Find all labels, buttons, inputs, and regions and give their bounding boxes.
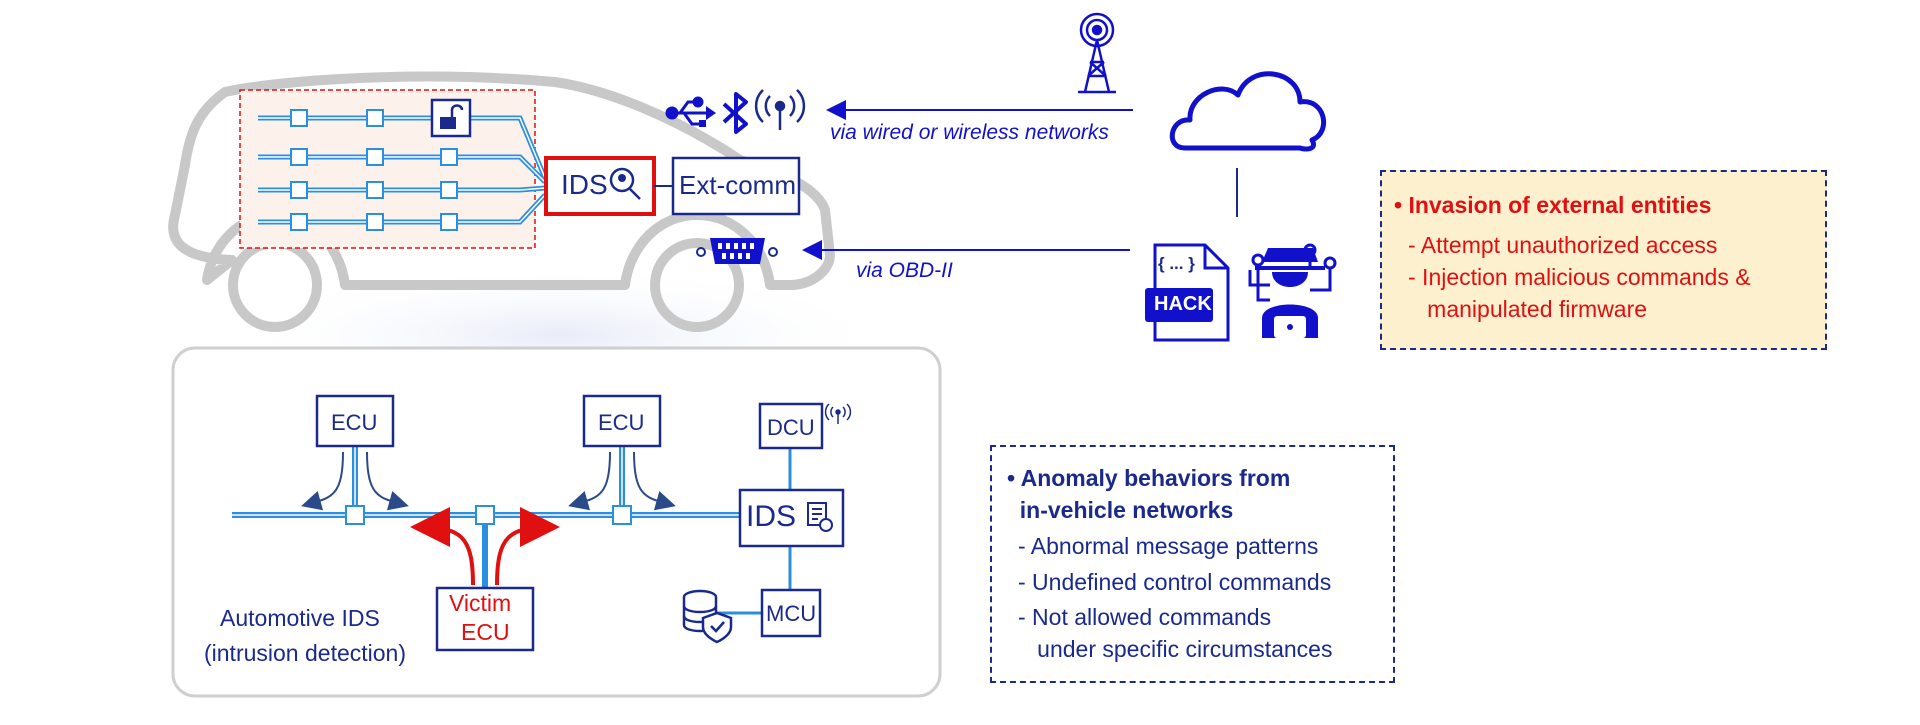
hacker-icon: [1248, 243, 1337, 338]
caption-line2: (intrusion detection): [204, 640, 406, 666]
search-icon: [609, 167, 641, 200]
hack-label: HACK: [1154, 293, 1212, 315]
threat-title: • Invasion of external entities: [1394, 192, 1712, 218]
mcu-label: MCU: [766, 601, 817, 626]
extcomm-label: Ext-comm: [679, 170, 796, 200]
ecu1-box: [315, 394, 395, 448]
victim-label-line2: ECU: [461, 619, 510, 645]
lock-icon: [430, 98, 472, 138]
victim-label-line1: Victim: [449, 590, 512, 616]
anomaly-item-3: - Not allowed commands: [1018, 604, 1272, 630]
threat-item-3: manipulated firmware: [1408, 296, 1648, 322]
anomaly-item-2: - Undefined control commands: [1018, 569, 1332, 595]
net-ids-box: [738, 488, 845, 548]
mcu-box: [760, 588, 822, 638]
car-ids-label: IDS: [561, 169, 608, 200]
car-bus-nodes: [290, 109, 458, 231]
usb-icon: [665, 96, 716, 127]
cloud-icon: [1169, 71, 1327, 152]
obd-port-icon: [696, 238, 778, 264]
ecu2-label: ECU: [598, 410, 645, 435]
ecu1-label: ECU: [331, 410, 378, 435]
victim-ecu-box: [435, 586, 535, 652]
threat-item-2: - Injection malicious commands &: [1408, 264, 1751, 290]
via-obd-label: via OBD-II: [856, 259, 953, 282]
code-label: { ... }: [1158, 254, 1195, 273]
database-shield-icon: [682, 589, 733, 644]
bluetooth-icon: [722, 92, 748, 134]
anomaly-item-1: - Abnormal message patterns: [1018, 533, 1319, 559]
caption-line1: Automotive IDS: [220, 605, 380, 631]
antenna-tower-icon: [1078, 12, 1116, 94]
anomaly-title-line1: • Anomaly behaviors from: [1007, 465, 1291, 491]
via-wireless-label: via wired or wireless networks: [830, 121, 1109, 144]
anomaly-title-line2: in-vehicle networks: [1007, 497, 1234, 523]
log-icon: [807, 502, 833, 532]
hack-file-icon: [1145, 243, 1230, 342]
wireless-small-icon: [824, 403, 852, 424]
dcu-box: [758, 402, 824, 450]
ecu2-box: [582, 394, 662, 448]
threat-panel: • Invasion of external entities - Attemp…: [1380, 170, 1827, 350]
anomaly-panel: • Anomaly behaviors from in-vehicle netw…: [990, 445, 1395, 683]
bus-junctions: [345, 505, 632, 525]
dcu-label: DCU: [767, 415, 815, 440]
net-ids-label: IDS: [746, 500, 797, 533]
threat-item-1: - Attempt unauthorized access: [1408, 232, 1718, 258]
anomaly-item-4: under specific circumstances: [1018, 636, 1333, 662]
car-ids-box: [544, 156, 656, 216]
wireless-icon: [754, 89, 806, 130]
